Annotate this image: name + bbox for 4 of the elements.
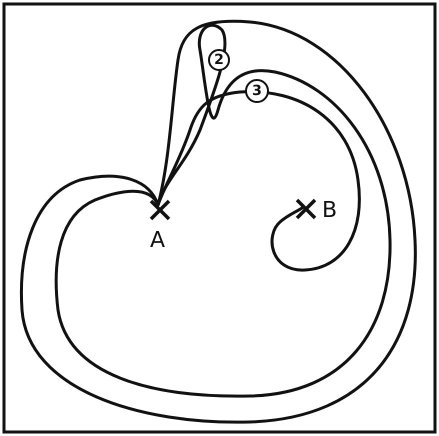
point-label: A [150,230,166,252]
callout-number: 3 [245,79,269,103]
point-label: B [322,200,338,222]
callout-number: 2 [208,49,230,71]
